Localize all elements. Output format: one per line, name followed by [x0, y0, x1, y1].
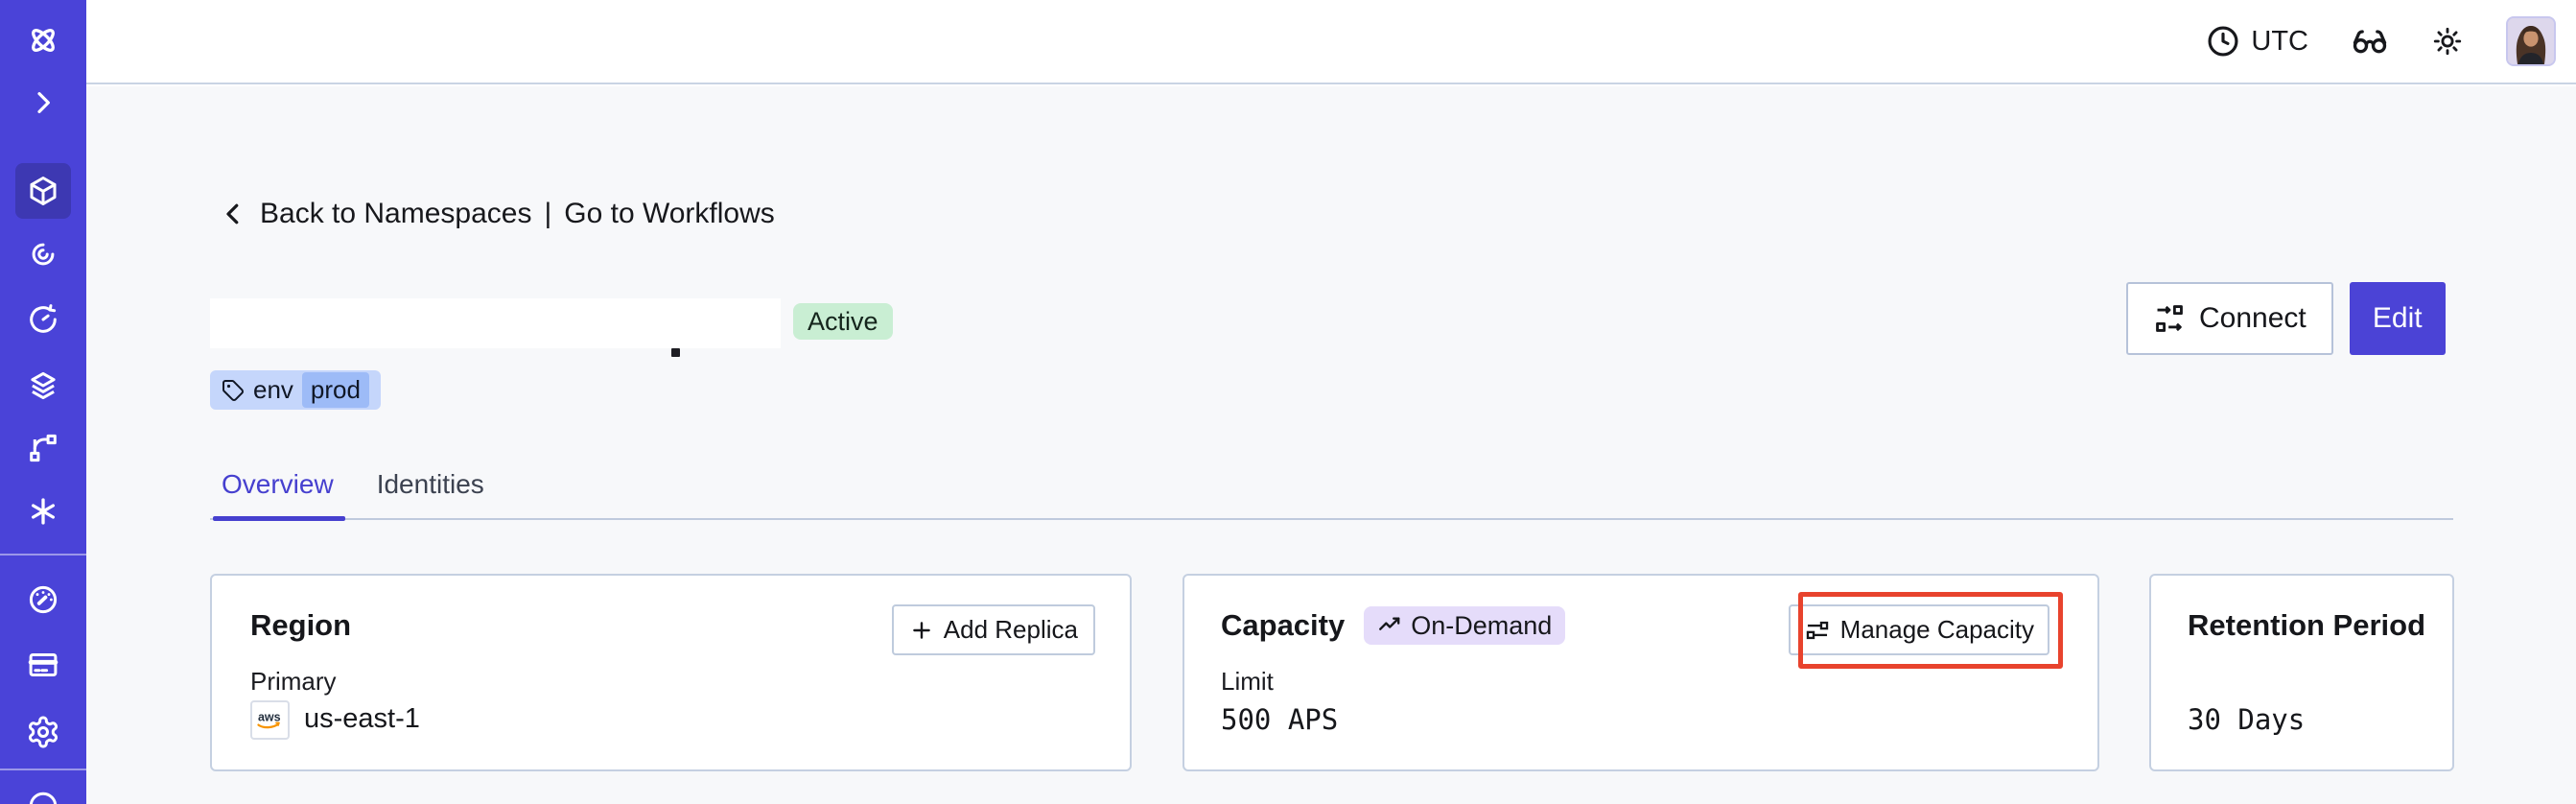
- namespace-tag: env prod: [210, 370, 381, 410]
- tab-bar: Overview Identities: [222, 469, 484, 500]
- capacity-value: 500 APS: [1221, 703, 1339, 736]
- timezone-selector[interactable]: UTC: [2205, 23, 2308, 59]
- capacity-card: Capacity On-Demand Manage Capacity Limit…: [1183, 574, 2099, 771]
- aws-logo-icon: aws: [250, 700, 290, 740]
- edit-button[interactable]: Edit: [2349, 282, 2446, 355]
- clock-history-icon: [30, 304, 57, 333]
- redacted-text-artifact: [671, 348, 680, 357]
- region-card: Region Add Replica Primary aws us-east-1: [210, 574, 1132, 771]
- gear-icon: [29, 716, 58, 748]
- trending-up-icon: [1379, 617, 1400, 630]
- sidebar-divider: [0, 769, 86, 770]
- sidebar: [0, 0, 86, 804]
- layers-icon: [31, 371, 56, 400]
- sidebar-item-usage[interactable]: [26, 582, 60, 617]
- chevron-left-icon[interactable]: [219, 200, 247, 228]
- manage-capacity-button[interactable]: Manage Capacity: [1788, 604, 2049, 655]
- sidebar-divider: [0, 554, 86, 556]
- cube-icon[interactable]: [26, 174, 60, 208]
- manage-capacity-label: Manage Capacity: [1839, 615, 2034, 644]
- tag-value: prod: [301, 372, 369, 408]
- tab-overview[interactable]: Overview: [222, 469, 334, 499]
- namespace-actions: Connect Edit: [2126, 282, 2446, 355]
- breadcrumb-separator: |: [544, 198, 552, 229]
- connect-button[interactable]: Connect: [2126, 282, 2333, 355]
- sidebar-item-workflows[interactable]: [26, 237, 60, 272]
- connect-button-label: Connect: [2199, 302, 2307, 334]
- main-content: Back to Namespaces | Go to Workflows Act…: [86, 86, 2576, 804]
- gauge-icon: [29, 585, 58, 614]
- aws-logo-text: aws: [258, 710, 281, 723]
- limit-label: Limit: [1221, 667, 1274, 696]
- sidebar-item-billing[interactable]: [26, 648, 60, 682]
- active-tab-underline: [213, 516, 345, 521]
- retention-value: 30 Days: [2188, 703, 2306, 736]
- tab-identities[interactable]: Identities: [376, 469, 484, 499]
- breadcrumb-workflows-link[interactable]: Go to Workflows: [564, 198, 775, 229]
- sliders-icon: [1806, 621, 1828, 639]
- add-replica-button[interactable]: Add Replica: [891, 604, 1095, 655]
- namespace-title-redacted: [210, 298, 781, 348]
- connect-flow-icon: [2156, 305, 2183, 332]
- partial-circle-icon: [29, 792, 58, 804]
- credit-card-icon: [28, 653, 59, 676]
- breadcrumb-back-link[interactable]: Back to Namespaces: [260, 198, 532, 229]
- plus-icon: [913, 621, 930, 639]
- retention-card-title: Retention Period: [2188, 608, 2426, 642]
- user-avatar[interactable]: [2506, 16, 2556, 66]
- sidebar-item-help[interactable]: [26, 789, 60, 804]
- on-demand-badge: On-Demand: [1364, 606, 1566, 645]
- clock-icon: [2208, 26, 2238, 57]
- sidebar-item-schedules[interactable]: [26, 302, 60, 337]
- temporal-logo-icon[interactable]: [26, 23, 60, 58]
- branch-icon: [30, 434, 57, 462]
- sidebar-item-deployments[interactable]: [26, 368, 60, 403]
- tag-key: env: [253, 375, 293, 404]
- on-demand-badge-label: On-Demand: [1411, 610, 1553, 640]
- edit-button-label: Edit: [2372, 302, 2423, 334]
- region-value: us-east-1: [304, 703, 420, 734]
- sun-icon[interactable]: [2431, 25, 2464, 58]
- timezone-label: UTC: [2251, 25, 2308, 57]
- asterisk-icon: [32, 498, 55, 525]
- region-card-title: Region: [250, 608, 352, 642]
- sidebar-expand-chevron-right-icon[interactable]: [28, 87, 59, 118]
- add-replica-label: Add Replica: [943, 615, 1078, 644]
- tag-icon: [222, 379, 244, 401]
- capacity-card-header: Capacity On-Demand: [1221, 603, 1566, 649]
- status-badge: Active: [793, 303, 893, 340]
- sidebar-item-nexus[interactable]: [26, 494, 60, 529]
- tab-divider-line: [210, 518, 2453, 520]
- spiral-icon: [32, 243, 55, 266]
- glasses-icon[interactable]: [2351, 22, 2389, 60]
- retention-card: Retention Period 30 Days: [2149, 574, 2454, 771]
- capacity-card-title: Capacity: [1221, 608, 1346, 642]
- sidebar-item-settings[interactable]: [26, 715, 60, 749]
- breadcrumb: Back to Namespaces | Go to Workflows: [219, 198, 775, 230]
- topbar: UTC: [86, 0, 2576, 84]
- primary-label: Primary: [250, 667, 337, 696]
- sidebar-item-batch-operations[interactable]: [26, 431, 60, 465]
